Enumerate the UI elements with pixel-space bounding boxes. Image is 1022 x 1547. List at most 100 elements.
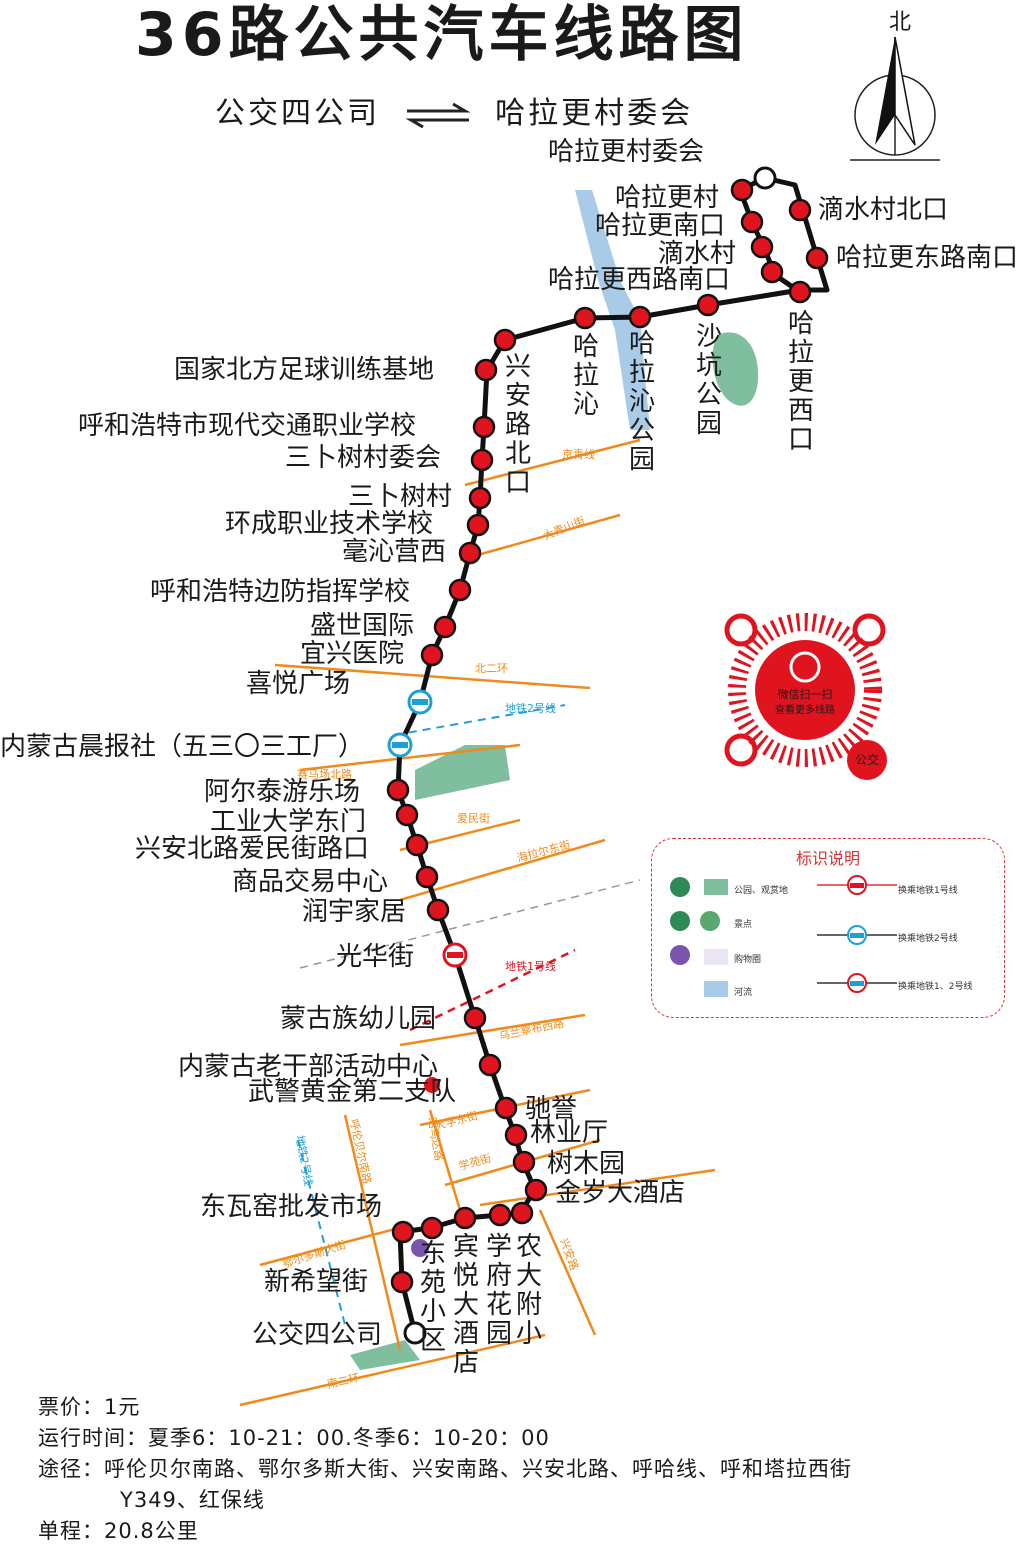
qr-code[interactable]: 微信扫一扫 查看更多线路 公交: [705, 595, 905, 785]
legend-item: 换乘地铁2号线: [898, 934, 958, 944]
stop-marker: [788, 198, 812, 222]
legend-item: 景点: [734, 920, 753, 930]
hours-value: 夏季6：10-21：00.冬季6：10-20：00: [148, 1426, 550, 1450]
hours-row: 运行时间：夏季6：10-21：00.冬季6：10-20：00: [38, 1423, 852, 1454]
river-swatch: [704, 981, 728, 997]
via-value-continued: Y349、红保线: [120, 1488, 265, 1512]
qr-badge: 公交: [855, 752, 879, 767]
stop-labels: 公交四公司 新希望街 东瓦窑批发市场 喜悦广场 宜兴医院 盛世国际 呼和浩特边防…: [0, 137, 1018, 1350]
stop-label: 树木园: [547, 1149, 625, 1179]
stop-label: 内蒙古老干部活动中心: [178, 1052, 438, 1082]
stop-label: 商品交易中心: [232, 867, 388, 897]
road-label: 地铁1号线: [505, 959, 556, 973]
metro-transfer-1-icon: [442, 942, 468, 968]
road-label: 海拉尔东街: [515, 837, 572, 865]
stop-marker: [730, 178, 754, 202]
stop-label: 东瓦窑批发市场: [200, 1192, 382, 1222]
park-area: [350, 1340, 420, 1370]
road-label: 赛马场北路: [297, 767, 352, 781]
stop-marker: [628, 305, 652, 329]
stop-label: 驰誉: [525, 1094, 577, 1124]
via-label: 途径：: [38, 1457, 104, 1481]
stop-label: 哈拉更东路南口: [836, 243, 1018, 273]
stop-label: 三卜树村: [348, 482, 452, 512]
stop-label: 滴水村: [658, 239, 736, 269]
stop-marker: [788, 280, 812, 304]
legend-item: 河流: [734, 988, 753, 998]
terminal-stop-marker: [403, 1321, 427, 1345]
stop-marker: [458, 541, 482, 565]
road-label: 地铁2号线: [293, 1134, 316, 1187]
stop-marker: [448, 578, 472, 602]
length-label: 单程：: [38, 1519, 104, 1543]
stop-label: 蒙古族幼儿园: [280, 1004, 436, 1034]
stop-marker: [391, 1220, 415, 1244]
stop-label: 哈拉更南口: [595, 211, 725, 241]
vertical-stop-text: 哈拉沁公园: [629, 329, 655, 475]
stop-marker: [420, 1216, 444, 1240]
stop-label: 喜悦广场: [246, 669, 350, 699]
route-origin: 公交四公司: [215, 96, 380, 131]
stop-marker: [472, 415, 496, 439]
stop-label: 哈拉更村委会: [548, 137, 704, 167]
shopping-icon: [670, 945, 690, 965]
stop-marker: [494, 1096, 518, 1120]
park-area: [712, 332, 759, 406]
via-value: 呼伦贝尔南路、鄂尔多斯大街、兴安南路、兴安北路、呼哈线、呼和塔拉西街: [104, 1457, 852, 1481]
stop-label: 宾悦大酒店: [453, 1232, 479, 1378]
stop-label: 哈拉沁: [573, 332, 599, 420]
stop-marker: [740, 210, 764, 234]
metro-transfer-2-icon: [817, 925, 897, 945]
stop-marker: [426, 898, 450, 922]
metro-transfer-2-icon: [387, 732, 413, 758]
stop-label: 光华街: [336, 942, 414, 972]
bidirectional-arrow-icon: [404, 102, 471, 128]
stop-label: 盛世国际: [310, 611, 414, 641]
metro-transfer-1-2-icon: [817, 973, 897, 993]
vertical-stop-text: 农大附小: [516, 1232, 542, 1349]
stop-label: 沙坑公园: [696, 322, 722, 439]
stop-marker: [405, 833, 429, 857]
stop-label: 东苑小区: [420, 1239, 446, 1356]
road-label: 呼伦贝尔南路: [347, 1118, 374, 1185]
stop-marker: [805, 246, 829, 270]
legend-title: 标识说明: [795, 849, 860, 868]
stop-label: 阿尔泰游乐场: [204, 777, 360, 807]
qr-caption: 查看更多线路: [775, 703, 835, 716]
stop-marker: [524, 1178, 548, 1202]
stop-label: 金岁大酒店: [555, 1178, 685, 1208]
stop-label: 新希望街: [264, 1267, 368, 1297]
stop-label: 兴安北路爱民街路口: [135, 834, 369, 864]
legend-item: 公园、观赏地: [734, 886, 789, 896]
stop-label: 内蒙古晨报社（五三〇三工厂）: [0, 732, 364, 762]
vertical-stop-text: 哈拉更西口: [788, 309, 814, 455]
stop-marker: [470, 448, 494, 472]
hours-label: 运行时间：: [38, 1426, 148, 1450]
vertical-stop-text: 宾悦大酒店: [453, 1232, 479, 1378]
qr-dots: [724, 613, 887, 780]
stop-marker: [512, 1150, 536, 1174]
stop-label: 呼和浩特市现代交通职业学校: [78, 411, 416, 441]
stop-marker: [466, 513, 490, 537]
river-area: [575, 190, 650, 430]
rail-line: [299, 879, 641, 969]
road-label: 地铁2号线: [505, 701, 556, 715]
road-label: 京青线: [562, 447, 595, 461]
fare-row: 票价：1元: [38, 1392, 852, 1423]
road-label: 鄂尔多斯大街: [281, 1237, 348, 1271]
stop-label: 国家北方足球训练基地: [174, 355, 434, 385]
stop-label: 滴水村北口: [818, 195, 948, 225]
stop-marker: [760, 260, 784, 284]
road-label: 爱民街: [457, 811, 490, 825]
park-icon: [670, 877, 690, 897]
terminal-stop-marker: [753, 166, 777, 190]
route-direction: 公交四公司 哈拉更村委会: [215, 88, 693, 131]
stop-label: 兴安路北口: [505, 352, 531, 498]
stop-marker: [415, 865, 439, 889]
scenic-spot-icon: [670, 911, 690, 931]
stop-label: 武警黄金第二支队: [248, 1077, 456, 1107]
fare-label: 票价：: [38, 1395, 104, 1419]
stop-label: 环成职业技术学校: [225, 509, 433, 539]
stop-marker: [504, 1123, 528, 1147]
